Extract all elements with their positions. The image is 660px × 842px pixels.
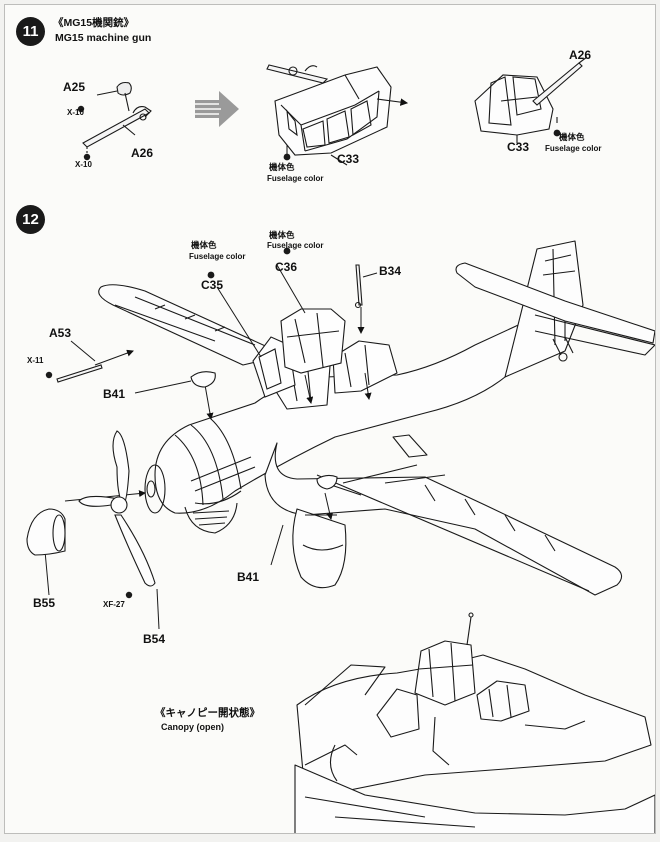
label-x11: X-11 (27, 356, 44, 365)
paint-c35-en: Fuselage color (189, 252, 246, 261)
canopy-rear-c33 (266, 64, 409, 166)
inset-title-en: Canopy (open) (161, 722, 224, 732)
label-c33-right: C33 (507, 140, 530, 154)
label-b55: B55 (33, 596, 56, 610)
canopy-parts-floating (252, 264, 363, 398)
paint-dot-x11 (45, 371, 53, 379)
step-11-title-en: MG15 machine gun (55, 32, 152, 44)
paint-dot-fuselage-right (553, 129, 561, 137)
paint-right-jp: 機体色 (559, 132, 585, 142)
b41-parts (190, 371, 338, 490)
paint-right-en: Fuselage color (545, 144, 602, 153)
paint-dot-x10 (77, 105, 91, 161)
label-c36: C36 (275, 260, 298, 274)
label-x10-bottom: X-10 (75, 160, 92, 169)
canopy-rear-assembled (474, 56, 588, 143)
step-11-badge: 11 (16, 17, 45, 46)
spinner-b55 (26, 508, 66, 556)
paint-c35-jp: 機体色 (191, 240, 217, 250)
paint-c36-en: Fuselage color (267, 241, 324, 250)
paint-c36-jp: 機体色 (269, 230, 295, 240)
label-c35: C35 (201, 278, 224, 292)
label-b41-top: B41 (103, 387, 126, 401)
label-a25: A25 (63, 80, 86, 94)
inset-canopy-open (294, 612, 655, 833)
label-a53: A53 (49, 326, 72, 340)
assembly-line-art (26, 56, 655, 833)
aircraft-main (98, 240, 655, 596)
label-xf27: XF-27 (103, 600, 125, 609)
inset-title-jp: 《キャノピー開状態》 (155, 707, 260, 719)
paint-left-en: Fuselage color (267, 174, 324, 183)
label-b54: B54 (143, 632, 166, 646)
label-a26: A26 (131, 146, 154, 160)
paint-dot-c36 (283, 247, 291, 255)
paint-dot-xf27 (125, 591, 133, 599)
label-a26-right: A26 (569, 48, 592, 62)
label-b34: B34 (379, 264, 402, 278)
paint-dot-fuselage-left (283, 153, 291, 161)
paint-left-jp: 機体色 (269, 162, 295, 172)
leader-lines (44, 264, 378, 630)
paint-dot-c35 (207, 271, 215, 279)
propeller-b54 (78, 430, 156, 587)
step-11-title-jp: 《MG15機関銃》 (53, 17, 135, 29)
label-b41-bottom: B41 (237, 570, 260, 584)
label-c33: C33 (337, 152, 360, 166)
label-x10-top: X-10 (67, 108, 84, 117)
a53-pitot (56, 364, 103, 383)
instruction-page: 11 12 《MG15機関銃》 MG15 machine gun A25 X-1… (4, 4, 656, 834)
step-arrow-icon (195, 91, 239, 127)
step-12-badge: 12 (16, 205, 45, 234)
mg15-gun-parts (82, 81, 152, 155)
